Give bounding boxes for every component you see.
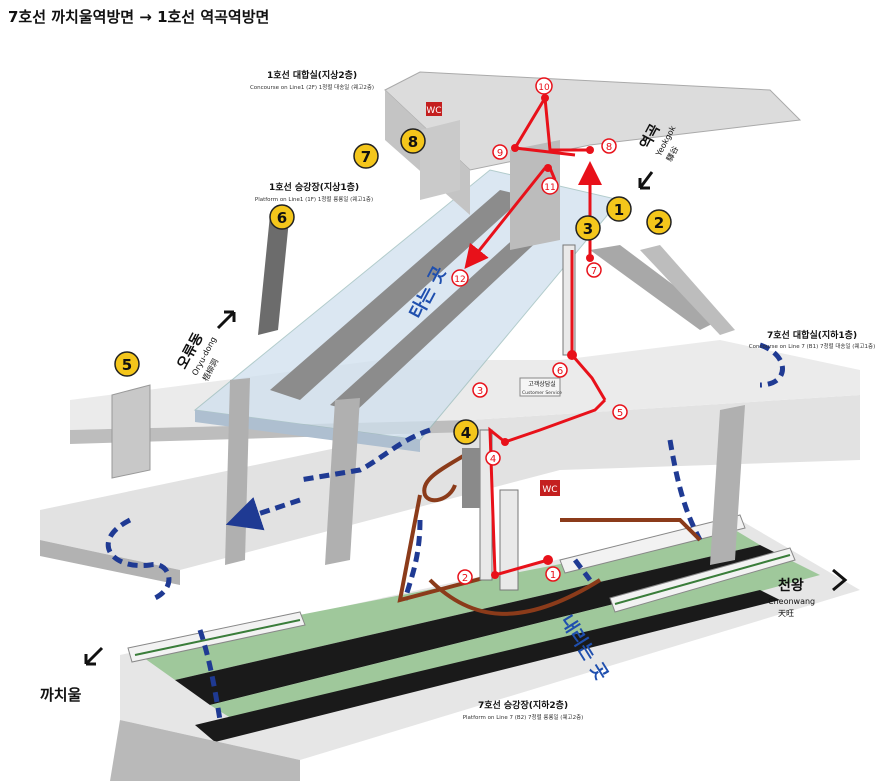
svg-text:天旺: 天旺 [778,609,794,618]
label-line1-platform: 1호선 승강장(지상1층) Platform on Line1 (1F) 1청렬… [255,181,373,203]
route-step-8: 8 [602,139,616,153]
svg-text:6: 6 [277,209,287,227]
label-line1-concourse: 1호선 대합실(지상2층) Concourse on Line1 (2F) 1청… [250,69,374,91]
svg-text:2: 2 [462,573,468,584]
svg-text:7: 7 [591,266,597,277]
route-step-2: 2 [458,570,472,584]
exit-badge-4[interactable]: 4 [454,420,478,444]
svg-text:WC: WC [426,106,441,116]
route-step-10: 10 [536,78,552,94]
svg-text:7: 7 [361,148,371,166]
svg-text:7호선 승강장(지하2층): 7호선 승강장(지하2층) [478,699,568,711]
route-step-1: 1 [546,567,560,581]
exit-badge-8[interactable]: 8 [401,129,425,153]
exit-badge-5[interactable]: 5 [115,352,139,376]
svg-text:11: 11 [544,183,555,193]
route-step-4: 4 [486,451,500,465]
direction-oryudong: 오류동 Oryu-dong 梧柳洞 [174,312,234,383]
svg-text:9: 9 [497,148,503,159]
svg-text:1호선 승강장(지상1층): 1호선 승강장(지상1층) [269,181,359,193]
svg-text:1: 1 [550,570,556,581]
svg-text:Customer Service: Customer Service [522,390,562,396]
svg-text:1: 1 [614,201,624,219]
elevator-pillar-exit4 [462,448,480,508]
exit5-structure [112,385,150,478]
arrow-oryudong-icon [218,312,234,328]
route-step-11: 11 [542,178,558,194]
svg-text:3: 3 [477,386,483,397]
route-step-7: 7 [587,263,601,277]
direction-kkachiul: 까치울 [40,648,102,704]
svg-text:고객상담실: 고객상담실 [528,380,556,388]
exit-badge-1[interactable]: 1 [607,197,631,221]
svg-text:천왕: 천왕 [778,578,804,594]
wc-sign-2f: WC [426,102,442,116]
route-step-9: 9 [493,145,507,159]
label-line7-concourse: 7호선 대합실(지하1층) Concourse on Line 7 (B1) 7… [749,329,875,350]
route-step-3: 3 [473,383,487,397]
svg-text:12: 12 [454,275,465,285]
exit-badge-3[interactable]: 3 [576,216,600,240]
svg-text:Concourse on Line1 (2F) 1청렬 대송: Concourse on Line1 (2F) 1청렬 대송일 (웨고2층) [250,83,374,91]
svg-text:8: 8 [606,142,612,153]
arrow-yeokgok-icon [640,172,652,188]
svg-text:7호선 대합실(지하1층): 7호선 대합실(지하1층) [767,329,857,341]
svg-text:Platform on Line 7 (B2) 7청렬 륭룡: Platform on Line 7 (B2) 7청렬 륭룡일 (웨고2층) [463,713,584,721]
svg-text:4: 4 [461,424,471,442]
svg-text:Platform on Line1 (1F) 1청렬 륭룡일: Platform on Line1 (1F) 1청렬 륭룡일 (웨고1층) [255,195,373,203]
svg-text:4: 4 [490,454,496,465]
exit-badge-2[interactable]: 2 [647,210,671,234]
svg-text:Concourse on Line 7 (B1) 7청렬 대: Concourse on Line 7 (B1) 7청렬 대송일 (웨고1층) [749,342,875,350]
svg-text:Cheonwang: Cheonwang [768,597,815,606]
svg-text:까치울: 까치울 [40,686,82,704]
svg-text:6: 6 [557,366,563,377]
exit-badge-7[interactable]: 7 [354,144,378,168]
route-step-12: 12 [452,270,468,286]
svg-text:2: 2 [654,214,664,232]
svg-text:1호선 대합실(지상2층): 1호선 대합실(지상2층) [267,69,357,81]
svg-text:5: 5 [122,356,132,374]
svg-text:3: 3 [583,220,593,238]
svg-text:WC: WC [542,485,557,495]
route-step-6: 6 [553,363,567,377]
arrow-kkachiul-icon [86,648,102,664]
route-step-5: 5 [613,405,627,419]
svg-text:10: 10 [538,83,550,93]
exit-badge-6[interactable]: 6 [270,205,294,229]
wc-sign-b1: WC [540,480,560,496]
label-line7-platform: 7호선 승강장(지하2층) Platform on Line 7 (B2) 7청… [463,699,584,721]
svg-text:5: 5 [617,408,623,419]
svg-text:8: 8 [408,133,418,151]
